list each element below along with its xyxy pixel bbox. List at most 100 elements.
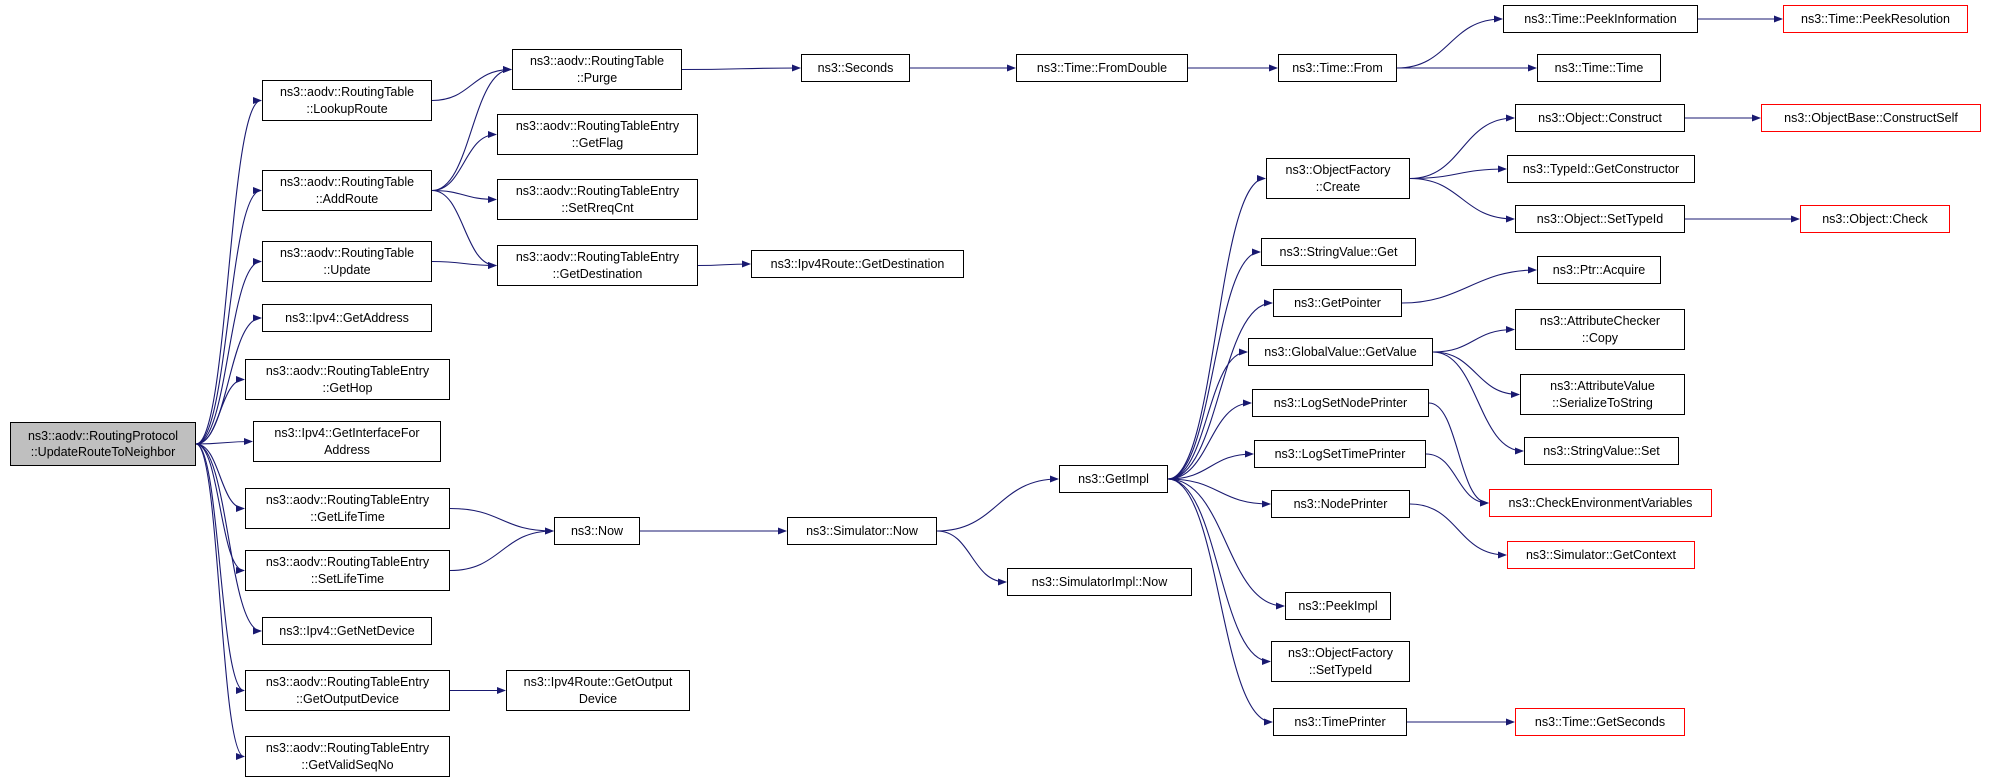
graph-node-peek_resolution[interactable]: ns3::Time::PeekResolution [1783, 5, 1968, 33]
graph-node-label: ns3::Object::Check [1822, 211, 1928, 226]
call-edge-get_impl-to-string_value_get [1167, 248, 1261, 480]
graph-node-simulator_impl_now[interactable]: ns3::SimulatorImpl::Now [1007, 568, 1192, 596]
graph-node-label: ns3::StringValue::Set [1543, 443, 1660, 458]
graph-node-label: ns3::AttributeValue [1550, 379, 1655, 394]
call-edge-simulator_now-to-get_impl [936, 475, 1059, 532]
graph-node-label: ::GetValidSeqNo [301, 757, 394, 772]
graph-node-label: ns3::Simulator::Now [806, 523, 918, 538]
graph-node-node_printer[interactable]: ns3::NodePrinter [1271, 490, 1410, 518]
graph-node-seconds[interactable]: ns3::Seconds [801, 54, 910, 82]
graph-node-label: ::SetLifeTime [310, 571, 385, 586]
call-edge-log_set_node_printer-to-check_environment_variables [1428, 402, 1489, 507]
graph-node-update[interactable]: ns3::aodv::RoutingTable::Update [262, 241, 432, 282]
call-edge-factory_create-to-object_construct [1409, 114, 1515, 180]
call-edge-get_impl-to-global_value_get_value [1167, 348, 1248, 480]
graph-node-time_time[interactable]: ns3::Time::Time [1537, 54, 1661, 82]
call-edge-global_value_get_value-to-attribute_checker_copy [1432, 326, 1515, 353]
graph-node-set_rreq_cnt[interactable]: ns3::aodv::RoutingTableEntry::SetRreqCnt [497, 179, 698, 220]
graph-node-construct_self[interactable]: ns3::ObjectBase::ConstructSelf [1761, 104, 1981, 132]
graph-node-simulator_get_context[interactable]: ns3::Simulator::GetContext [1507, 541, 1695, 569]
graph-node-route_get_destination[interactable]: ns3::Ipv4Route::GetDestination [751, 250, 964, 278]
call-edge-log_set_time_printer-to-check_environment_variables [1425, 453, 1489, 507]
graph-node-label: ns3::aodv::RoutingProtocol [27, 428, 179, 443]
graph-node-get_address[interactable]: ns3::Ipv4::GetAddress [262, 304, 432, 332]
graph-node-get_pointer[interactable]: ns3::GetPointer [1273, 289, 1402, 317]
graph-node-serialize_to_string[interactable]: ns3::AttributeValue::SerializeToString [1520, 374, 1685, 415]
graph-node-label: ::SerializeToString [1552, 395, 1653, 410]
graph-node-label: ns3::Time::GetSeconds [1534, 714, 1666, 729]
graph-node-label: ns3::LogSetNodePrinter [1273, 395, 1408, 410]
call-edge-add_route-to-set_rreq_cnt [431, 189, 497, 203]
graph-node-rte_get_output_device[interactable]: ns3::aodv::RoutingTableEntry::GetOutputD… [245, 670, 450, 711]
graph-node-label: ::GetOutputDevice [296, 691, 399, 706]
graph-node-time_from[interactable]: ns3::Time::From [1278, 54, 1397, 82]
graph-node-label: ns3::CheckEnvironmentVariables [1508, 495, 1693, 510]
graph-node-check_environment_variables[interactable]: ns3::CheckEnvironmentVariables [1489, 489, 1712, 517]
edges-group [195, 15, 1800, 760]
graph-node-time_get_seconds[interactable]: ns3::Time::GetSeconds [1515, 708, 1685, 736]
graph-node-label: ::UpdateRouteToNeighbor [30, 445, 176, 459]
graph-node-label: ::LookupRoute [306, 101, 388, 116]
call-edge-get_impl-to-factory_create [1167, 175, 1266, 480]
graph-node-label: ns3::SimulatorImpl::Now [1031, 574, 1168, 589]
graph-node-object_set_type_id[interactable]: ns3::Object::SetTypeId [1515, 205, 1685, 233]
call-edge-factory_create-to-type_id_get_constructor [1409, 165, 1507, 180]
graph-node-get_life_time[interactable]: ns3::aodv::RoutingTableEntry::GetLifeTim… [245, 488, 450, 529]
call-edge-update_route-to-get_valid_seq_no [195, 443, 245, 760]
graph-node-get_hop[interactable]: ns3::aodv::RoutingTableEntry::GetHop [245, 359, 450, 400]
graph-node-log_set_time_printer[interactable]: ns3::LogSetTimePrinter [1254, 440, 1426, 468]
graph-node-set_life_time[interactable]: ns3::aodv::RoutingTableEntry::SetLifeTim… [245, 550, 450, 591]
graph-node-label: ::SetRreqCnt [561, 200, 634, 215]
graph-node-log_set_node_printer[interactable]: ns3::LogSetNodePrinter [1252, 389, 1429, 417]
graph-node-label: ::AddRoute [315, 191, 379, 206]
graph-node-ptr_acquire[interactable]: ns3::Ptr::Acquire [1537, 256, 1661, 284]
graph-node-label: ns3::aodv::RoutingTable [279, 175, 415, 190]
graph-node-label: ns3::TypeId::GetConstructor [1522, 161, 1680, 176]
call-edge-update_route-to-set_life_time [195, 443, 245, 574]
graph-node-update_route[interactable]: ns3::aodv::RoutingProtocol::UpdateRouteT… [10, 422, 196, 466]
graph-node-purge[interactable]: ns3::aodv::RoutingTable::Purge [512, 49, 682, 90]
graph-node-factory_create[interactable]: ns3::ObjectFactory::Create [1266, 158, 1410, 199]
graph-node-get_impl[interactable]: ns3::GetImpl [1059, 465, 1168, 493]
call-edge-simulator_now-to-simulator_impl_now [936, 530, 1007, 586]
graph-node-label: ::GetDestination [552, 266, 643, 281]
call-edge-set_life_time-to-now [449, 527, 554, 572]
graph-node-object_check[interactable]: ns3::Object::Check [1800, 205, 1950, 233]
graph-node-peek_impl[interactable]: ns3::PeekImpl [1285, 592, 1391, 620]
graph-node-type_id_get_constructor[interactable]: ns3::TypeId::GetConstructor [1507, 155, 1695, 183]
graph-node-global_value_get_value[interactable]: ns3::GlobalValue::GetValue [1248, 338, 1433, 366]
graph-node-label: ns3::Ptr::Acquire [1552, 262, 1646, 277]
graph-node-from_double[interactable]: ns3::Time::FromDouble [1016, 54, 1188, 82]
graph-node-string_value_get[interactable]: ns3::StringValue::Get [1261, 238, 1416, 266]
graph-node-label: Device [578, 691, 618, 706]
graph-node-attribute_checker_copy[interactable]: ns3::AttributeChecker::Copy [1515, 309, 1685, 350]
graph-node-string_value_set[interactable]: ns3::StringValue::Set [1524, 437, 1679, 465]
graph-node-now[interactable]: ns3::Now [554, 517, 640, 545]
graph-node-rte_get_destination[interactable]: ns3::aodv::RoutingTableEntry::GetDestina… [497, 245, 698, 286]
graph-node-get_flag[interactable]: ns3::aodv::RoutingTableEntry::GetFlag [497, 114, 698, 155]
call-edge-get_impl-to-peek_impl [1167, 478, 1285, 610]
graph-node-label: ns3::ObjectFactory [1285, 163, 1391, 178]
graph-node-simulator_now[interactable]: ns3::Simulator::Now [787, 517, 937, 545]
graph-node-label: Address [324, 442, 370, 457]
graph-node-label: ns3::StringValue::Get [1279, 244, 1398, 259]
call-edge-update_route-to-lookup_route [195, 97, 262, 445]
graph-node-factory_set_type_id[interactable]: ns3::ObjectFactory::SetTypeId [1271, 641, 1410, 682]
graph-node-add_route[interactable]: ns3::aodv::RoutingTable::AddRoute [262, 170, 432, 211]
graph-node-get_valid_seq_no[interactable]: ns3::aodv::RoutingTableEntry::GetValidSe… [245, 736, 450, 777]
graph-node-peek_information[interactable]: ns3::Time::PeekInformation [1503, 5, 1698, 33]
graph-node-label: ns3::aodv::RoutingTableEntry [265, 741, 430, 756]
call-edge-add_route-to-get_flag [431, 131, 497, 192]
graph-node-time_printer[interactable]: ns3::TimePrinter [1273, 708, 1407, 736]
graph-node-label: ns3::Time::FromDouble [1036, 60, 1168, 75]
graph-node-label: ns3::aodv::RoutingTableEntry [515, 184, 680, 199]
graph-node-lookup_route[interactable]: ns3::aodv::RoutingTable::LookupRoute [262, 80, 432, 121]
graph-node-label: ns3::Time::PeekInformation [1524, 11, 1677, 26]
graph-node-object_construct[interactable]: ns3::Object::Construct [1515, 104, 1685, 132]
graph-node-label: ns3::aodv::RoutingTableEntry [515, 119, 680, 134]
call-edge-get_pointer-to-ptr_acquire [1401, 266, 1537, 304]
graph-node-get_net_device[interactable]: ns3::Ipv4::GetNetDevice [262, 617, 432, 645]
